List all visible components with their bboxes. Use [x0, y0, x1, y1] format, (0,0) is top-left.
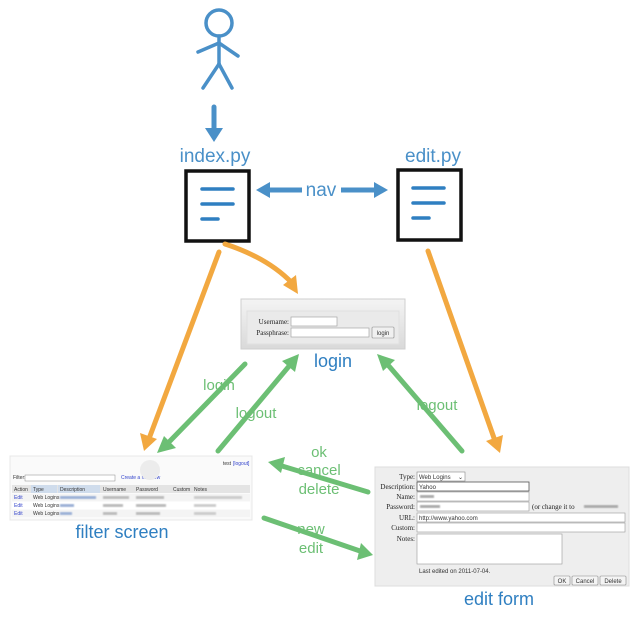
table-row: Edit Web Logins [12, 494, 250, 501]
cancel-button-label: Cancel [576, 579, 595, 585]
col-type: Type [33, 487, 44, 493]
filter-to-editform-arrow [261, 515, 373, 560]
url-value: http://www.yahoo.com [419, 516, 478, 522]
passphrase-label: Passphrase: [256, 329, 289, 337]
table-row: Edit Web Logins [12, 502, 250, 509]
row-type: Web Logins [33, 511, 60, 517]
username-label: Username: [259, 318, 289, 326]
cancel-button[interactable] [571, 575, 599, 586]
index-to-filter-arrow [140, 249, 222, 451]
description-value: Yahoo [419, 485, 437, 491]
login-flow-label: login [203, 377, 235, 394]
ok-button[interactable] [553, 575, 571, 586]
row-type: Web Logins [33, 503, 60, 509]
col-action: Action [14, 487, 28, 493]
col-password: Password [136, 487, 158, 493]
edit-document-icon [396, 168, 463, 242]
edit-form-caption: edit form [464, 589, 534, 609]
login-screen-thumbnail: Username: Passphrase: login [240, 298, 406, 350]
cancel-flow-label: cancel [297, 462, 340, 479]
row-type: Web Logins [33, 495, 60, 501]
delete-button[interactable] [599, 575, 627, 586]
index-to-login-arrow [222, 241, 298, 294]
description-label: Description: [380, 483, 415, 491]
change-password-note: (or change it to [532, 503, 575, 511]
notes-textarea[interactable] [416, 533, 563, 565]
row-edit-link[interactable]: Edit [14, 495, 23, 501]
custom-label: Custom: [391, 524, 415, 532]
logout-right-label: logout [417, 397, 459, 414]
nav-double-arrow [256, 182, 388, 198]
create-row-link[interactable]: Create a new row [121, 475, 161, 481]
passphrase-field[interactable] [290, 327, 370, 338]
logout-link[interactable]: [logout] [233, 461, 250, 467]
filter-screen-caption: filter screen [75, 522, 168, 542]
password-field[interactable] [416, 501, 530, 512]
row-edit-link[interactable]: Edit [14, 511, 23, 517]
name-label: Name: [396, 493, 415, 501]
col-username: Username [103, 487, 126, 493]
index-document-icon [184, 169, 251, 243]
filter-table-header: Action Type Description Username Passwor… [12, 485, 250, 493]
logout-left-label: logout [236, 405, 278, 422]
filter-to-login-logout-arrow [215, 354, 299, 454]
user-name: test [223, 461, 232, 467]
col-notes: Notes [194, 487, 208, 493]
row-edit-link[interactable]: Edit [14, 503, 23, 509]
user-to-index-arrow [205, 104, 223, 142]
col-custom: Custom [173, 487, 190, 493]
delete-flow-label: delete [299, 481, 340, 498]
edit-file-label: edit.py [405, 146, 461, 167]
password-label: Password: [386, 503, 415, 511]
index-file-label: index.py [180, 146, 251, 167]
delete-button-label: Delete [604, 579, 622, 585]
edit-to-editform-arrow [425, 248, 503, 453]
username-field[interactable] [290, 316, 338, 327]
filter-label: Filter: [13, 475, 26, 481]
filter-screen-thumbnail: test [logout] Filter: Create a new row A… [9, 455, 253, 521]
description-field[interactable] [416, 481, 530, 492]
name-field[interactable] [416, 491, 530, 502]
type-label: Type: [399, 473, 415, 481]
user-stick-figure-icon [196, 8, 240, 90]
login-caption: login [314, 351, 352, 371]
type-select[interactable] [416, 471, 466, 482]
edit-flow-label: edit [299, 540, 324, 557]
login-button-label: login [377, 331, 390, 337]
custom-field[interactable] [416, 522, 626, 533]
url-label: URL: [399, 514, 415, 522]
table-row: Edit Web Logins [12, 510, 250, 517]
notes-label: Notes: [397, 535, 415, 543]
login-button[interactable] [371, 326, 395, 339]
type-select-value: Web Logins [419, 475, 451, 481]
editform-to-filter-arrow [268, 457, 371, 495]
new-flow-label: new [297, 521, 325, 538]
filter-input[interactable] [24, 474, 116, 482]
url-field[interactable] [416, 512, 626, 523]
ok-flow-label: ok [311, 444, 327, 461]
chevron-down-icon: ⌄ [458, 475, 463, 481]
edit-form-thumbnail: Type: Web Logins ⌄ Description: Yahoo Na… [374, 466, 630, 587]
nav-label: nav [306, 180, 337, 201]
login-to-filter-arrow [157, 361, 248, 453]
col-description: Description [60, 487, 85, 493]
last-edited-text: Last edited on 2011-07-04. [419, 569, 491, 575]
editform-to-login-logout-arrow [377, 354, 465, 454]
ok-button-label: OK [558, 579, 567, 585]
